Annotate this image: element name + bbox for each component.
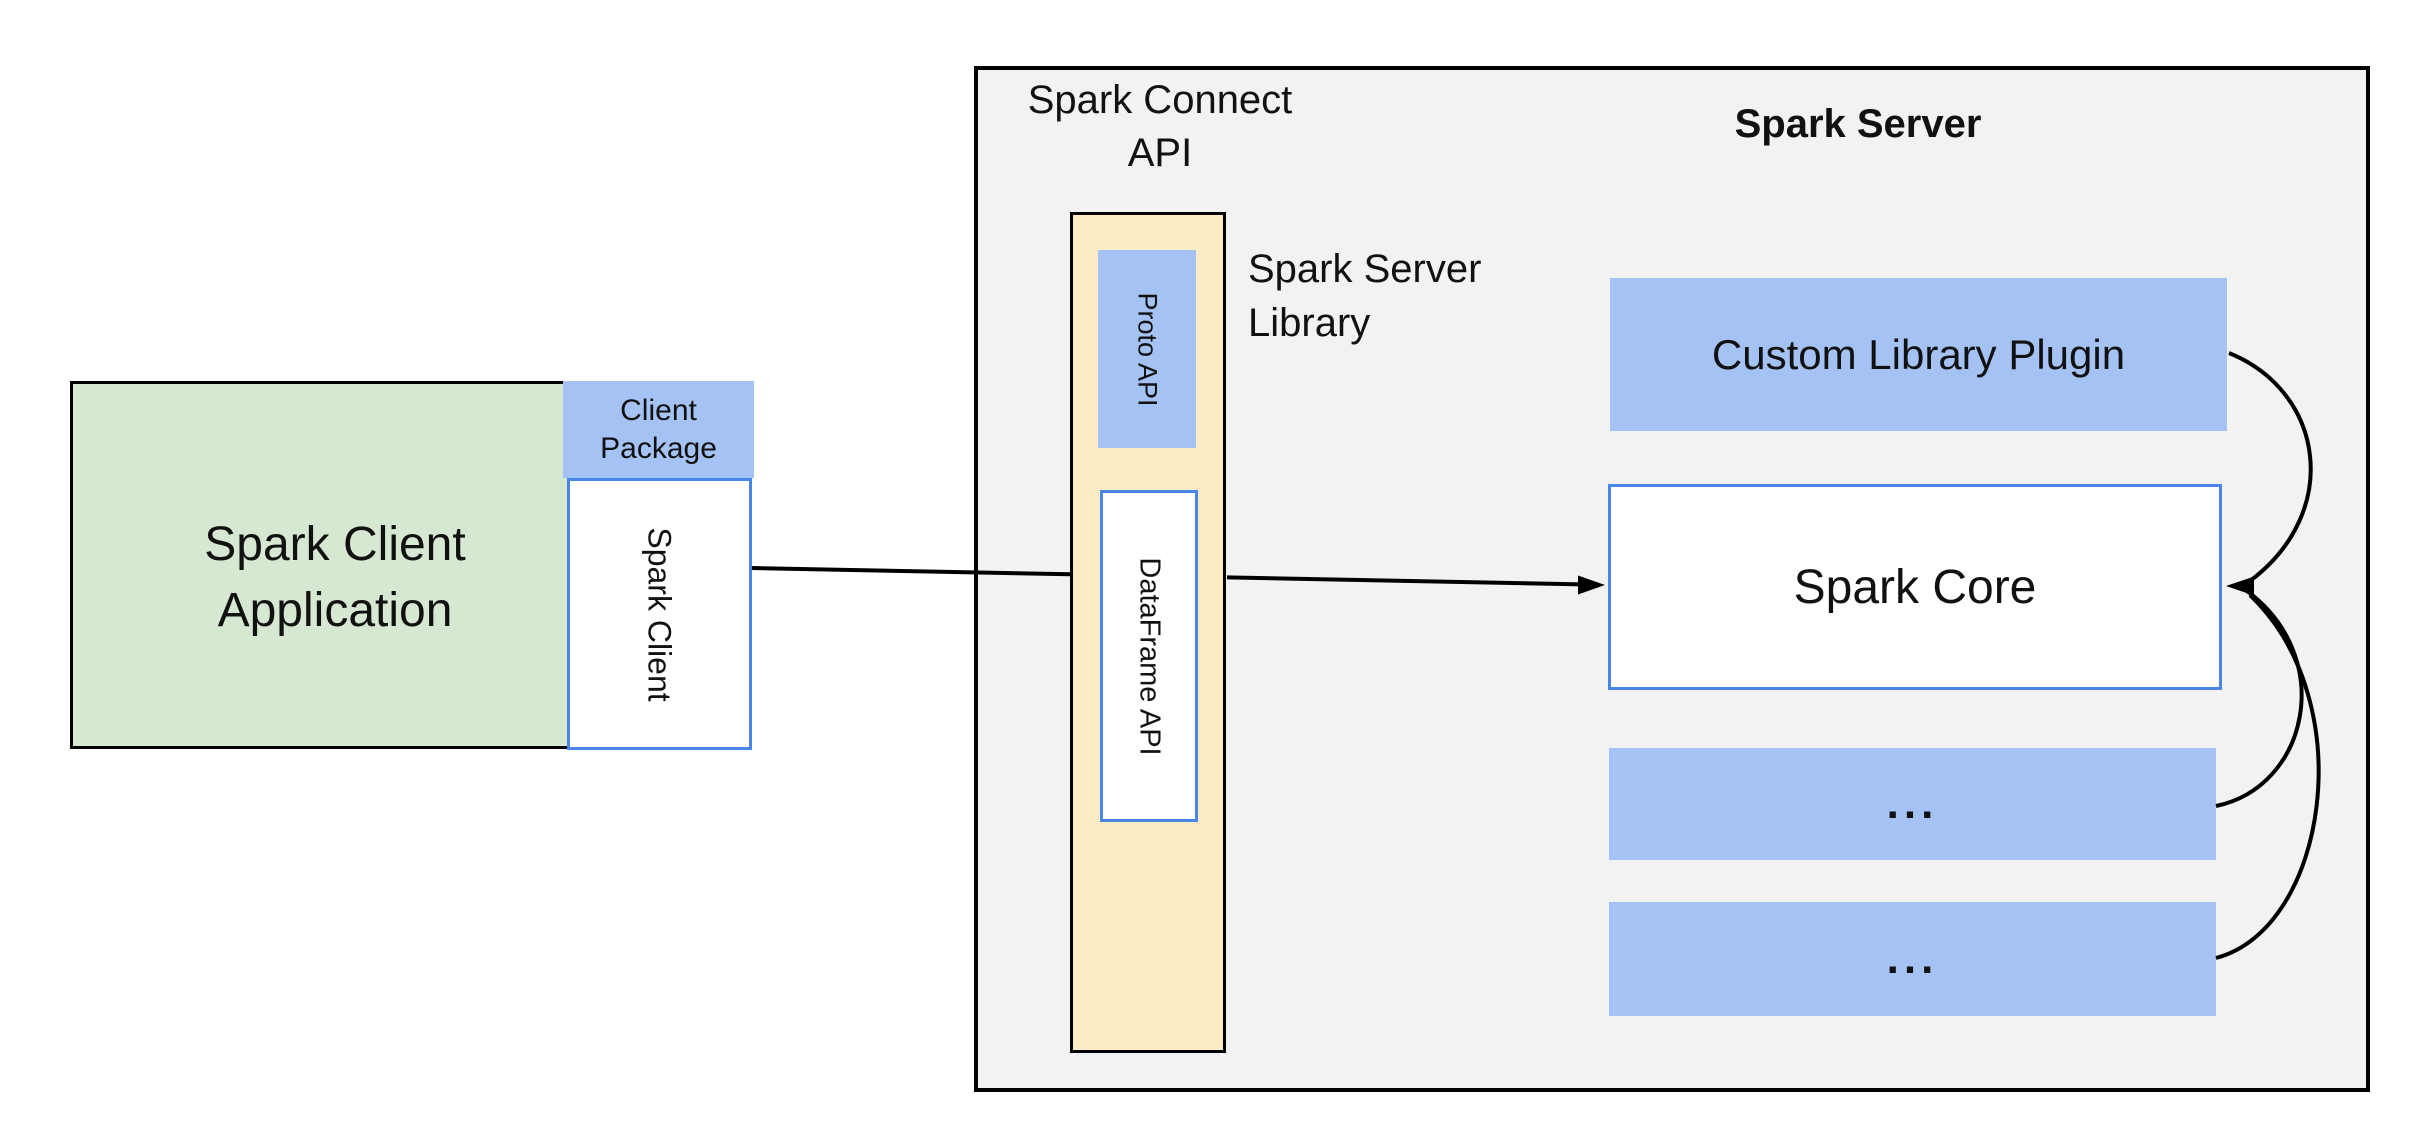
server-module-box-1: ...	[1609, 748, 2216, 860]
client-package-box: Client Package	[563, 381, 754, 478]
spark-client-label: Spark Client	[641, 526, 678, 702]
server-module-2-ellipsis-label: ...	[1886, 934, 1939, 983]
spark-core-label: Spark Core	[1793, 560, 2037, 614]
server-module-1-ellipsis-label: ...	[1886, 779, 1939, 828]
custom-library-plugin-label: Custom Library Plugin	[1711, 330, 2126, 378]
custom-library-plugin-box: Custom Library Plugin	[1610, 278, 2227, 431]
spark-server-title: Spark Server	[1734, 102, 1982, 146]
proto-api-box: Proto API	[1098, 250, 1196, 448]
dataframe-api-label: DataFrame API	[1133, 556, 1166, 756]
proto-api-label: Proto API	[1132, 291, 1163, 407]
dataframe-api-box: DataFrame API	[1100, 490, 1198, 822]
spark-server-library-label: Spark Server Library	[1248, 247, 1482, 345]
spark-client-box: Spark Client	[567, 478, 752, 750]
spark-connect-api-label: Spark Connect API	[1027, 78, 1293, 175]
spark-client-application-box: Spark Client Application	[70, 381, 600, 749]
server-module-box-2: ...	[1609, 902, 2216, 1016]
client-package-label: Client Package	[600, 393, 717, 465]
spark-core-box: Spark Core	[1608, 484, 2222, 690]
spark-client-application-label: Spark Client Application	[204, 518, 466, 637]
